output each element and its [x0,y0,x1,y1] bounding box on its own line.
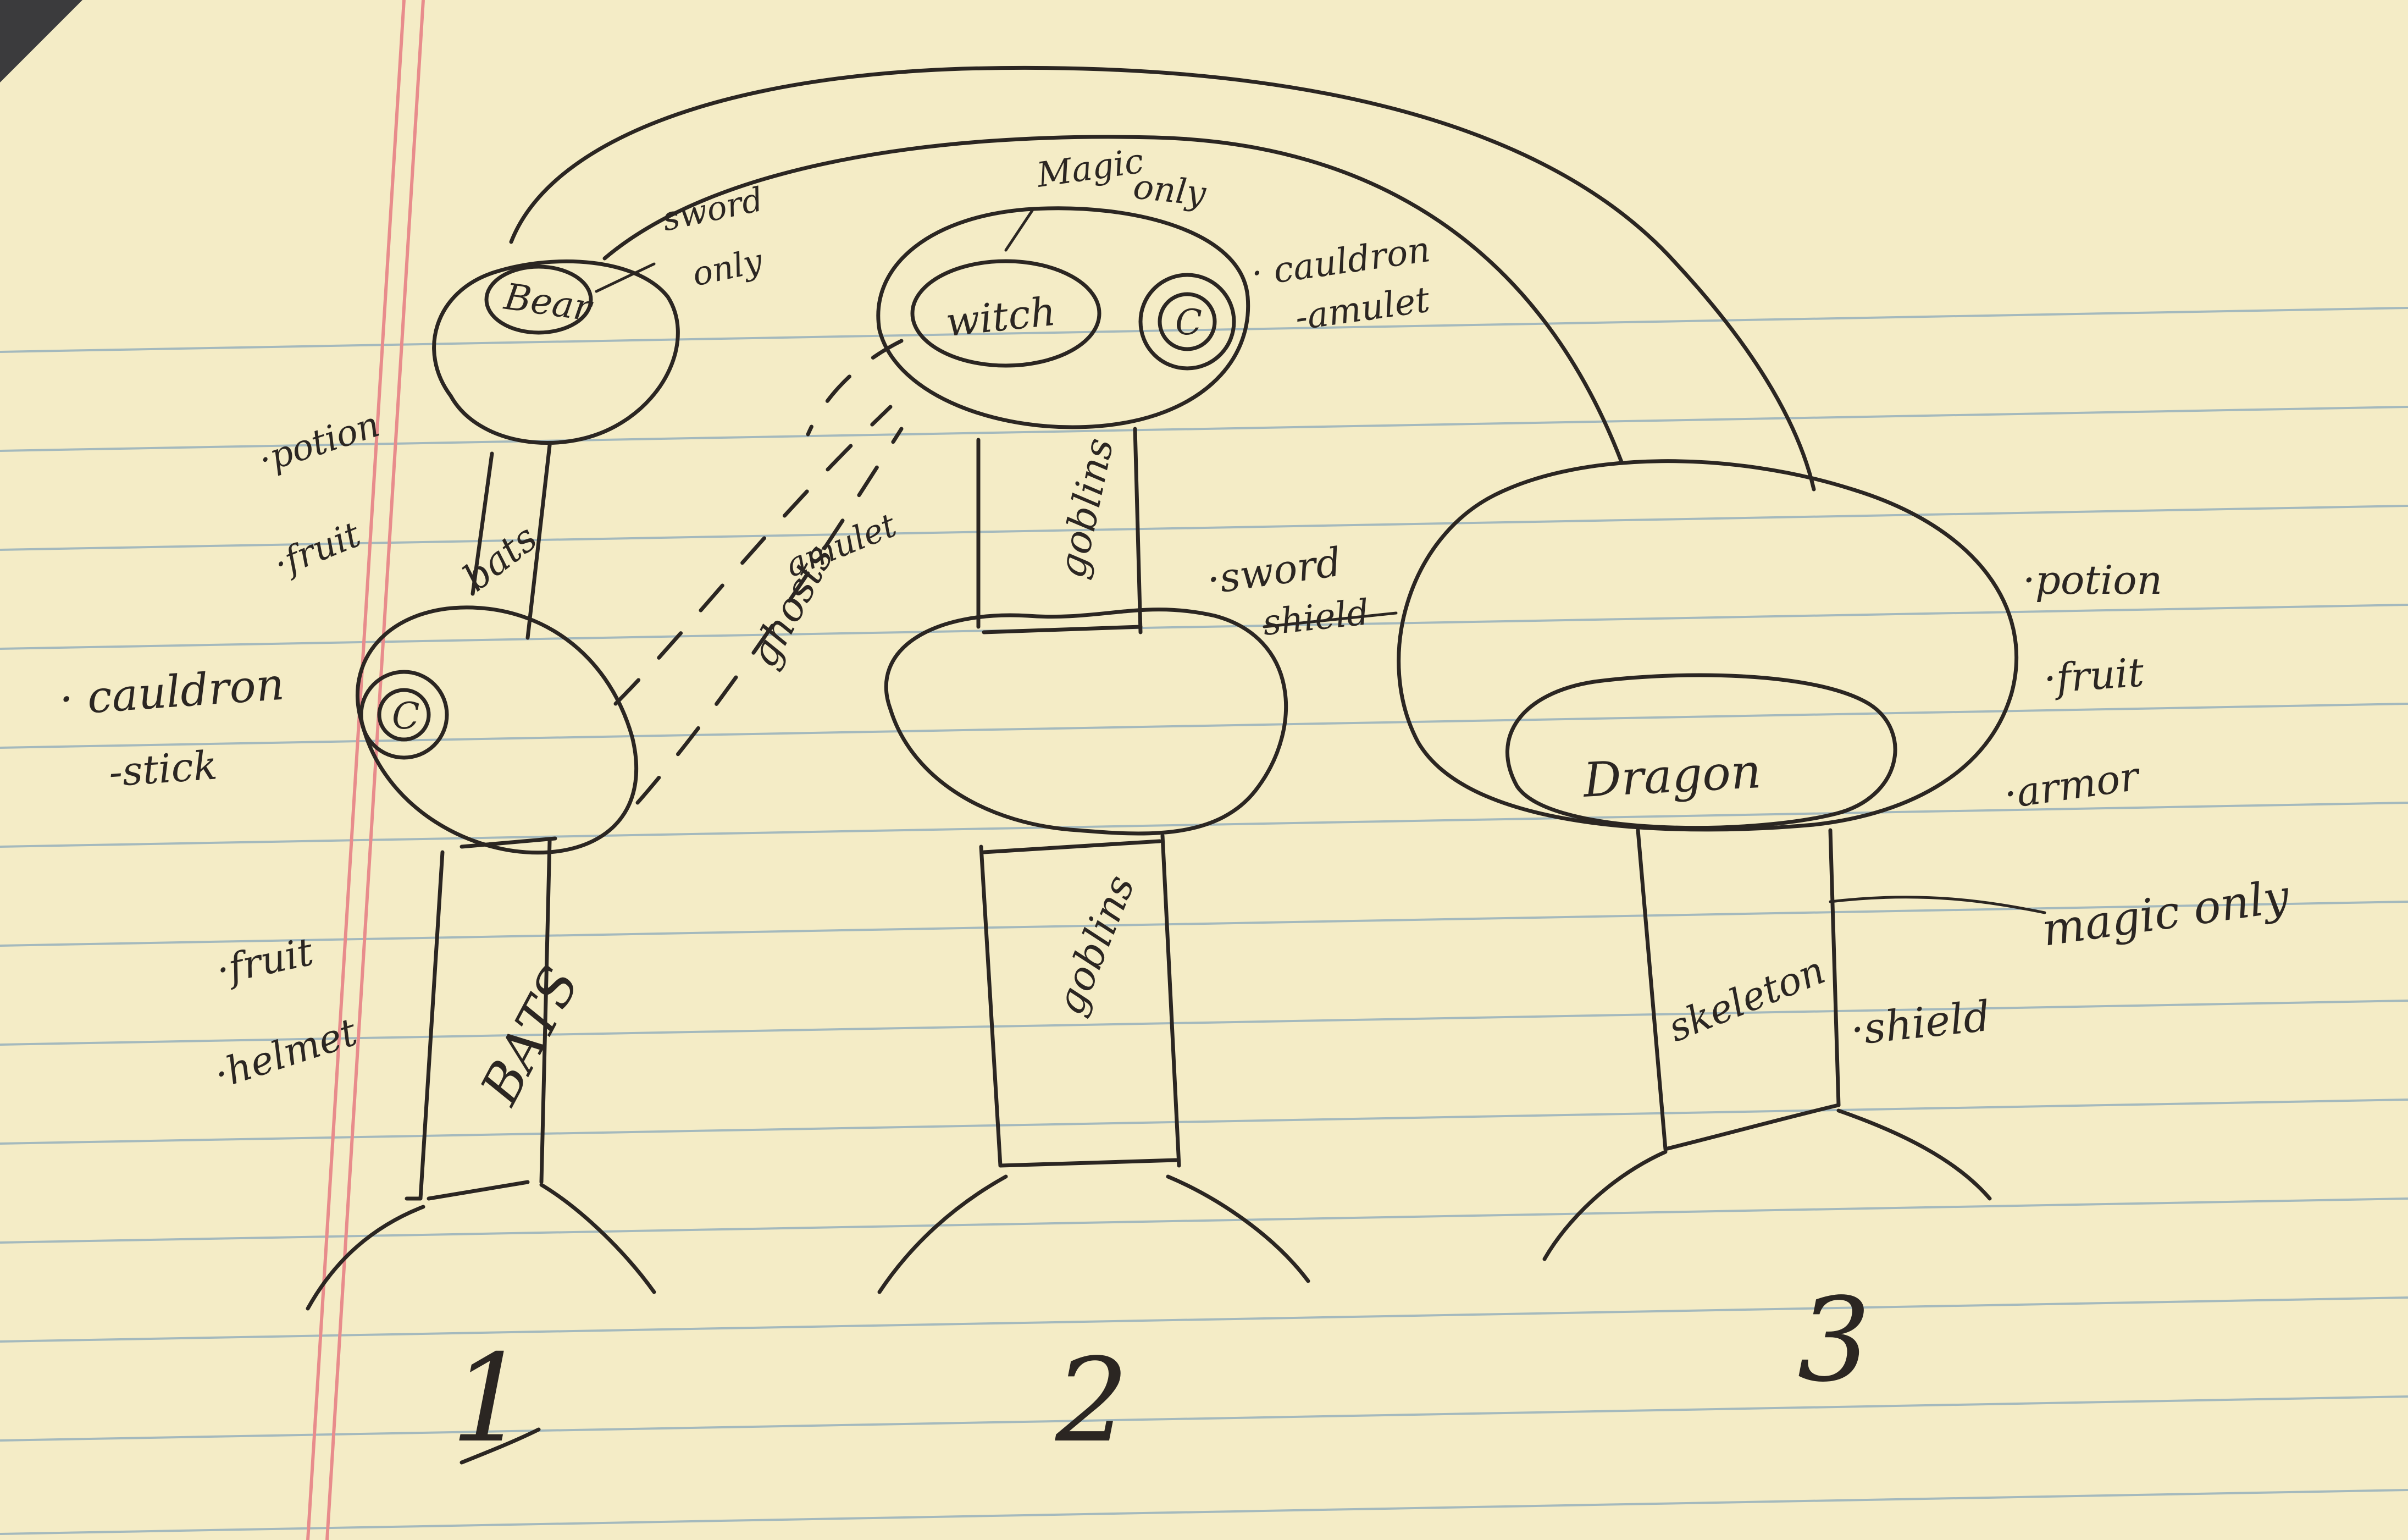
corridor-goblins-lower-top [982,839,1162,854]
room1-items-line-2: -stick [107,742,219,796]
ruled-line [0,406,2408,452]
ruled-line [0,1395,2408,1442]
ruled-line [0,1099,2408,1145]
corridor-skeleton-right [1828,828,1841,1107]
shield-strikethrough [1263,611,1398,628]
ghosts-path-lower [635,427,904,805]
base3-right [1836,1108,1992,1201]
room1-cauldron-circle-inner [377,688,431,742]
corridor-goblins-upper-right [1133,427,1143,634]
corridor-goblins-lower-left [979,844,1003,1168]
corridor-goblins-lower-bottom [998,1158,1178,1168]
corridor-skeleton-bottom [1663,1103,1841,1151]
room2-cauldron-letter: C [1175,302,1202,343]
room1-cauldron-circle-outer [359,670,449,760]
arc-inner [602,135,1624,464]
room1-cauldron-letter: C [392,695,420,737]
corridor-goblins-lower-right [1160,834,1181,1168]
witch-circle [910,259,1101,368]
corridor-lower-right [539,839,552,1184]
dragon-items-line-2: ·fruit [2042,649,2146,702]
number-3: 3 [1797,1273,1871,1407]
room-bear [432,259,680,445]
margin-line [325,0,425,1540]
bear-circle [484,264,593,335]
corridor-lower-top [460,836,557,849]
dragon-label: Dragon [1581,744,1762,808]
ruled-line [0,1197,2408,1244]
witch-note-pointer [1004,207,1035,252]
corridor-lower-end [427,1180,530,1201]
ruled-line [0,901,2408,947]
room-3 [1397,459,2018,832]
ruled-line [0,1296,2408,1343]
base3-left [1542,1150,1668,1261]
dragon-items-line-1: ·potion [2023,557,2162,603]
corridor-goblins-upper-bottom [982,625,1143,634]
corridor-upper-right [525,443,552,640]
number-1-underline [460,1427,541,1465]
ruled-line [0,505,2408,551]
room-2-upper [876,206,1250,429]
number-2: 2 [1055,1333,1129,1468]
room-1 [356,605,639,855]
ruled-line [0,1489,2408,1535]
arc-outer [509,65,1816,492]
bear-note-pointer [595,262,656,293]
witch-note-line-2: only [1131,166,1208,214]
skeleton-note-pointer [1829,896,2046,914]
number-1: 1 [451,1328,528,1469]
corridor-upper-left [470,451,494,596]
corridor-lower-left [405,850,445,1201]
corridor-skeleton-left [1636,828,1668,1151]
base1-right [539,1183,656,1294]
base2-right [1166,1174,1310,1283]
ghosts-path-upper [613,405,893,706]
witch-label: witch [944,288,1058,345]
room2-cauldron-circle-inner [1158,292,1217,351]
room2-cauldron-circle-outer [1138,273,1236,371]
base1-left [306,1205,425,1311]
ruled-line [0,1000,2408,1046]
room-2 [884,608,1288,836]
base2-left [877,1174,1008,1294]
dragon-circle [1505,673,1897,830]
